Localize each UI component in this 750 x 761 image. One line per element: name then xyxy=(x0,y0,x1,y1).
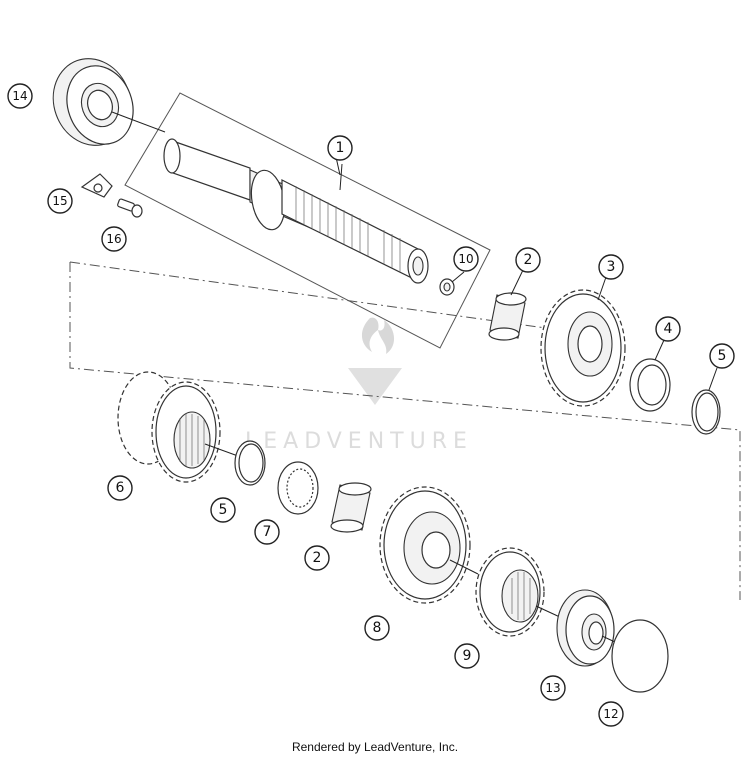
callout-13: 13 xyxy=(540,675,566,701)
callout-8: 8 xyxy=(364,615,390,641)
svg-text:13: 13 xyxy=(545,681,560,695)
svg-text:4: 4 xyxy=(664,321,673,337)
svg-text:15: 15 xyxy=(52,194,67,208)
callout-5-left: 5 xyxy=(210,497,236,523)
lock-plate-15 xyxy=(80,173,113,198)
svg-text:3: 3 xyxy=(607,259,616,275)
axis-line-8 xyxy=(449,559,479,575)
svg-text:5: 5 xyxy=(219,502,228,518)
svg-text:5: 5 xyxy=(718,348,727,364)
assembly-outline-dashed xyxy=(69,261,741,600)
leadventure-watermark: LEADVENTURE xyxy=(245,317,473,454)
callout-16: 16 xyxy=(101,226,127,252)
gear-3 xyxy=(540,289,626,407)
callout-2-lower: 2 xyxy=(304,545,330,571)
svg-text:7: 7 xyxy=(263,524,272,540)
gear-9 xyxy=(475,547,545,637)
bushing-10 xyxy=(439,278,455,296)
leader-1 xyxy=(339,163,343,191)
callout-15: 15 xyxy=(47,188,73,214)
svg-text:8: 8 xyxy=(373,620,382,636)
watermark-text: LEADVENTURE xyxy=(245,429,473,454)
svg-text:6: 6 xyxy=(116,480,125,496)
axis-line-6 xyxy=(204,443,239,457)
svg-text:10: 10 xyxy=(458,252,473,266)
shaft-assembly-box xyxy=(124,92,491,349)
callout-14: 14 xyxy=(7,83,33,109)
circlip-5-right xyxy=(691,389,721,435)
shim-washer-12 xyxy=(611,619,669,693)
svg-text:9: 9 xyxy=(463,648,472,664)
svg-text:14: 14 xyxy=(12,89,27,103)
svg-text:2: 2 xyxy=(313,550,322,566)
callout-9: 9 xyxy=(454,643,480,669)
gear-6 xyxy=(117,371,221,483)
callout-7: 7 xyxy=(254,519,280,545)
needle-bearing-2-upper xyxy=(488,292,527,341)
svg-text:16: 16 xyxy=(106,232,121,246)
screw-16 xyxy=(117,198,143,218)
callout-1: 1 xyxy=(327,135,353,161)
callout-leaders xyxy=(335,156,718,391)
svg-text:2: 2 xyxy=(524,252,533,268)
axis-line-14 xyxy=(111,111,166,133)
needle-bearing-2-lower xyxy=(330,482,372,533)
thrust-washer-4 xyxy=(629,358,671,412)
bearing-14 xyxy=(52,58,134,146)
splined-washer-7 xyxy=(277,461,319,515)
svg-text:12: 12 xyxy=(603,707,618,721)
callout-10: 10 xyxy=(453,246,479,272)
leader-10 xyxy=(451,271,465,283)
main-shaft-1 xyxy=(163,138,429,284)
callout-2-upper: 2 xyxy=(515,247,541,273)
callout-12: 12 xyxy=(598,701,624,727)
svg-text:1: 1 xyxy=(336,140,345,156)
callout-4: 4 xyxy=(655,316,681,342)
footer-credit: Rendered by LeadVenture, Inc. xyxy=(291,740,459,754)
bearing-13 xyxy=(556,589,615,667)
gear-8 xyxy=(379,486,471,604)
axis-line-9 xyxy=(535,605,563,619)
callout-3: 3 xyxy=(598,254,624,280)
callout-5-right: 5 xyxy=(709,343,735,369)
circlip-5-left xyxy=(234,440,266,486)
callout-6: 6 xyxy=(107,475,133,501)
